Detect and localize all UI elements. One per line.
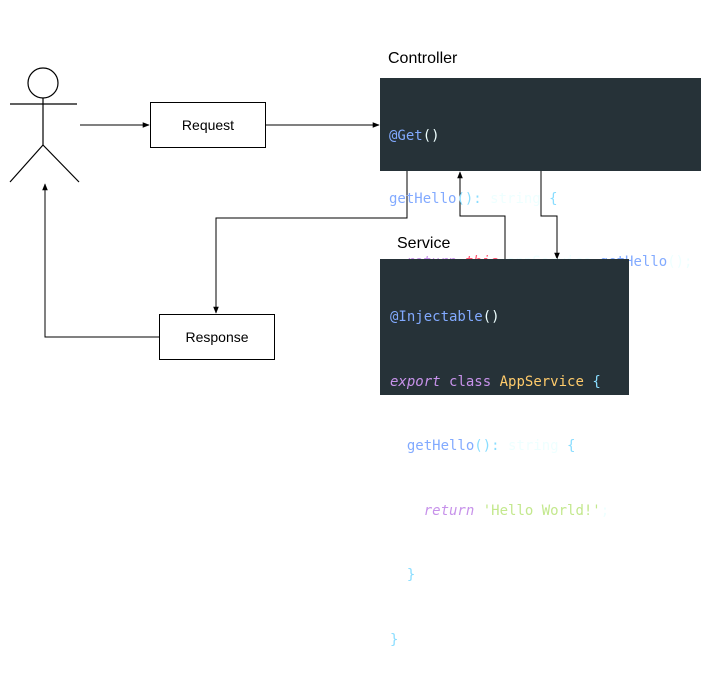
controller-code-line-2: getHello(): string { [389, 191, 558, 207]
arrow-service-to-controller [457, 171, 506, 259]
request-box: Request [150, 102, 266, 148]
method-name: getHello [389, 191, 457, 207]
controller-label: Controller [388, 50, 458, 67]
service-code-line-2: export class AppService { [390, 373, 601, 390]
service-label: Service [397, 235, 451, 252]
arrow-response-to-actor [42, 183, 159, 338]
service-code-line-6: } [390, 631, 399, 648]
arrow-controller-to-service [540, 171, 560, 260]
actor-head [27, 67, 59, 99]
response-box: Response [159, 314, 275, 360]
service-code-line-3: getHello(): string { [406, 438, 576, 454]
class-name: AppService [499, 373, 584, 390]
actor-left-leg [9, 144, 44, 183]
service-code-block: @Injectable() export class AppService { … [380, 259, 629, 648]
actor-figure [9, 67, 80, 183]
actor-right-leg [42, 144, 80, 183]
controller-code-line-1: @Get() [389, 128, 440, 144]
injectable-decorator: @Injectable [390, 309, 483, 325]
diagram-canvas [9, 67, 560, 338]
service-code-line-1: @Injectable() [390, 309, 500, 325]
get-decorator: @Get [389, 128, 423, 144]
service-code-line-5: } [406, 567, 416, 583]
controller-code-block: @Get() getHello(): string { return this.… [380, 78, 701, 333]
service-code-line-4: return 'Hello World!'; [423, 502, 610, 519]
arrow-controller-to-response [213, 171, 408, 314]
